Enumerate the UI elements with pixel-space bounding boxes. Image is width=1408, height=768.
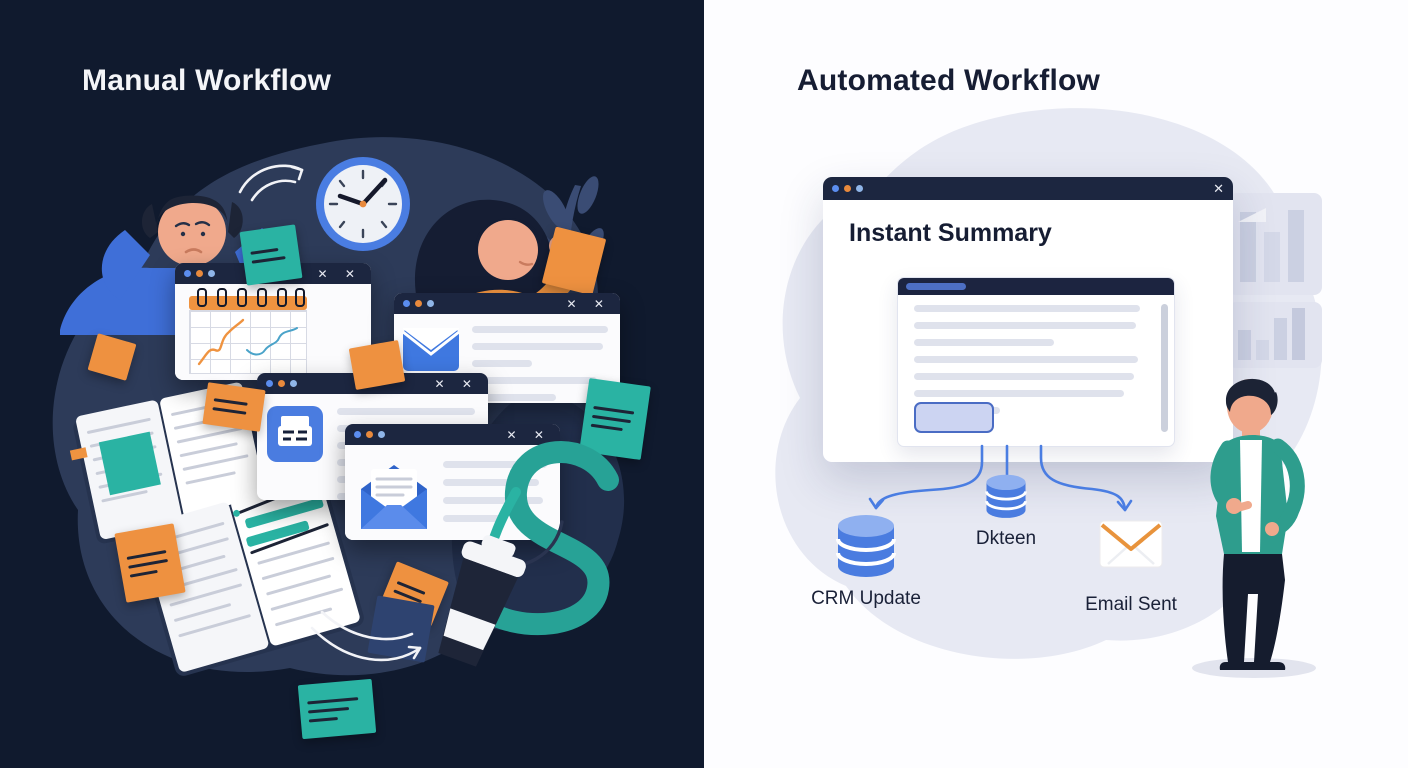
- text-skeleton: [472, 326, 608, 401]
- envelope-icon: [402, 328, 460, 371]
- envelope-icon: [1099, 520, 1163, 568]
- printer-icon: [267, 406, 323, 462]
- sticky-note-teal: [239, 224, 303, 286]
- window-dot-icon: [366, 431, 373, 438]
- manual-workflow-title: Manual Workflow: [82, 64, 332, 97]
- flow-node-database: Dkteen: [956, 474, 1056, 550]
- database-icon: [836, 515, 896, 577]
- nested-text-skeleton: [898, 305, 1174, 414]
- sticky-note-teal-squiggles: [579, 378, 651, 460]
- sticky-note-orange: [348, 339, 406, 391]
- close-icon[interactable]: ✕ ✕: [506, 427, 551, 442]
- calendar-window-body: [175, 284, 371, 380]
- action-button[interactable]: [914, 402, 994, 433]
- url-pill: [906, 283, 966, 290]
- sticky-note-orange-lines: [114, 523, 186, 603]
- chart-card-bottom: [1228, 302, 1322, 368]
- nested-document-window: [897, 277, 1175, 447]
- calendar-icon: [189, 288, 307, 374]
- database-icon: [985, 474, 1027, 518]
- open-envelope-icon: [361, 465, 427, 529]
- flow-node-crm: CRM Update: [806, 514, 926, 610]
- close-icon[interactable]: ✕: [1213, 180, 1224, 196]
- window-dot-icon: [278, 380, 285, 387]
- window-dot-icon: [208, 270, 215, 277]
- window-dot-icon: [378, 431, 385, 438]
- chart-card-top: [1228, 193, 1322, 295]
- summary-window-titlebar: ✕: [823, 177, 1233, 200]
- email-window-titlebar: ✕ ✕: [394, 293, 620, 314]
- window-dot-icon: [427, 300, 434, 307]
- window-dot-icon: [354, 431, 361, 438]
- sticky-note-navy: [367, 595, 435, 663]
- trend-scribbles: [197, 318, 298, 366]
- window-dot-icon: [196, 270, 203, 277]
- flow-node-label: CRM Update: [811, 588, 921, 609]
- window-dot-icon: [266, 380, 273, 387]
- scrollbar[interactable]: [1161, 304, 1168, 432]
- sticky-note-on-notebook: [98, 431, 161, 496]
- flow-node-email: Email Sent: [1076, 520, 1186, 616]
- close-icon[interactable]: ✕ ✕: [566, 296, 611, 311]
- summary-title: Instant Summary: [849, 219, 1052, 247]
- email-window-bottom-body: [345, 445, 560, 540]
- manual-workflow-panel: Manual Workflow: [0, 0, 704, 768]
- curved-arrow-top: [238, 164, 304, 202]
- summary-window: ✕ Instant Summary: [823, 177, 1233, 462]
- automated-workflow-panel: Automated Workflow: [704, 0, 1408, 768]
- close-icon[interactable]: ✕ ✕: [434, 376, 479, 391]
- window-dot-icon: [403, 300, 410, 307]
- automated-workflow-title: Automated Workflow: [797, 64, 1101, 97]
- flow-node-label: Email Sent: [1085, 594, 1177, 615]
- email-window-bottom-titlebar: ✕ ✕: [345, 424, 560, 445]
- window-dot-icon: [832, 185, 839, 192]
- sticky-note-teal-bottom: [297, 678, 377, 740]
- close-icon[interactable]: ✕ ✕: [317, 266, 362, 281]
- flow-node-label: Dkteen: [975, 528, 1037, 549]
- window-dot-icon: [415, 300, 422, 307]
- window-dot-icon: [184, 270, 191, 277]
- window-dot-icon: [856, 185, 863, 192]
- sticky-note-orange-dashes: [202, 382, 266, 432]
- clock-icon: [316, 157, 410, 251]
- window-dot-icon: [290, 380, 297, 387]
- email-window-bottom: ✕ ✕: [345, 424, 560, 540]
- nested-window-titlebar: [898, 278, 1174, 295]
- text-skeleton: [443, 461, 547, 522]
- window-dot-icon: [844, 185, 851, 192]
- bookmark-tab: [69, 447, 88, 461]
- standing-man: [1210, 378, 1305, 670]
